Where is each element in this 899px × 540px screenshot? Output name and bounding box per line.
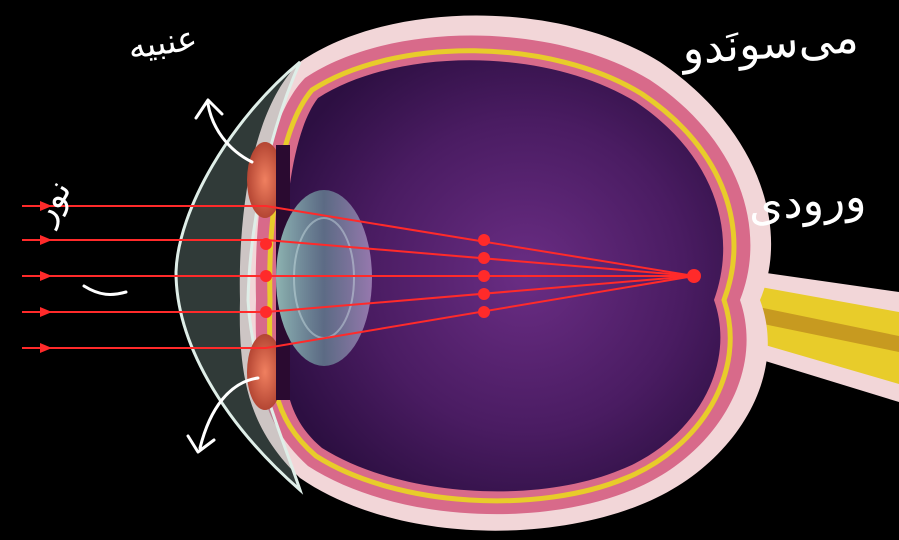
label-top-right: می‌سونَدو [681,16,860,72]
focal-point [687,269,701,283]
label-cornea: عنبیه [126,21,199,64]
light-label-tail [84,286,126,294]
label-incoming: ورودی [746,175,867,229]
